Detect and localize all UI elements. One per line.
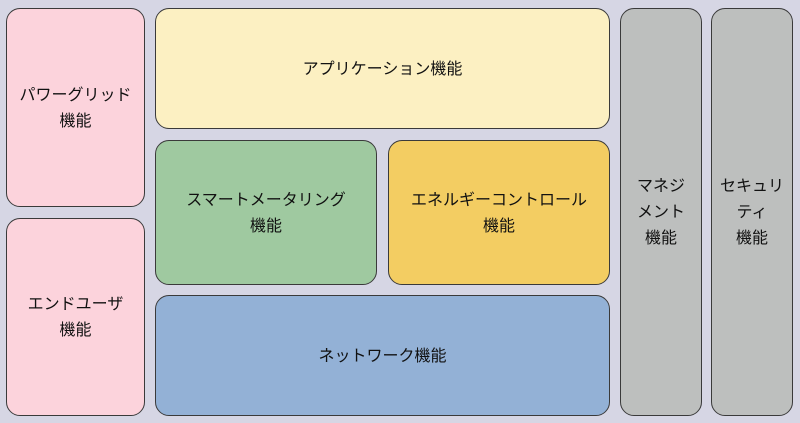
smart-metering-function-block: スマートメータリング 機能 (155, 140, 377, 285)
end-user-function-block: エンドユーザ 機能 (6, 218, 145, 416)
energy-control-function-block: エネルギーコントロール 機能 (388, 140, 610, 285)
power-grid-function-block: パワーグリッド 機能 (6, 8, 145, 207)
application-function-block: アプリケーション機能 (155, 8, 610, 129)
management-function-block: マネジ メント 機能 (620, 8, 702, 416)
security-function-block: セキュリティ 機能 (711, 8, 793, 416)
network-function-block: ネットワーク機能 (155, 295, 610, 416)
